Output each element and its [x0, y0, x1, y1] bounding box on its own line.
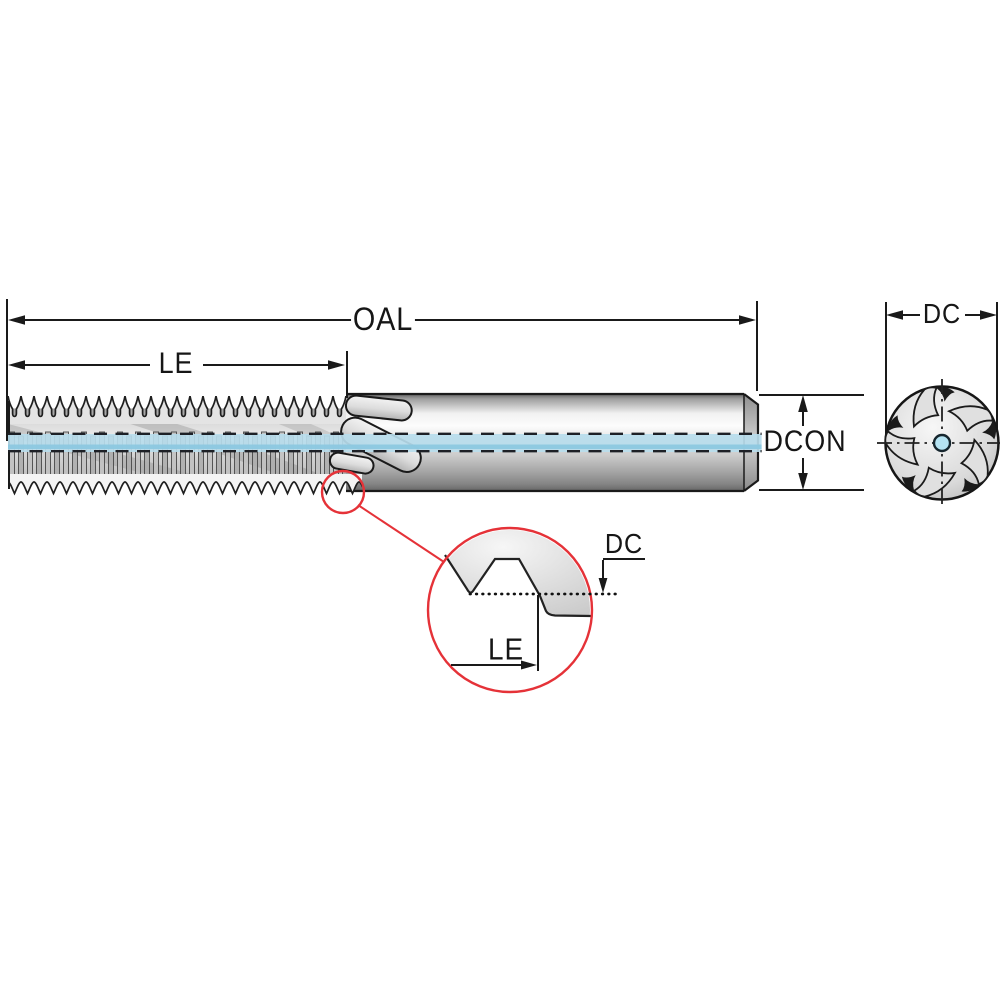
dimension-dc — [885, 302, 998, 441]
side-view — [8, 392, 764, 498]
detail-callout — [320, 469, 445, 563]
le-label: LE — [156, 347, 196, 380]
detail-view — [426, 526, 645, 694]
end-view — [877, 302, 1000, 508]
centerline-highlight — [8, 434, 764, 452]
center-hole — [932, 433, 952, 453]
dimension-dcon — [759, 394, 864, 491]
le-detail-label: LE — [488, 631, 524, 667]
end-view-flutes — [884, 386, 996, 498]
dc-end-view-label: DC — [921, 298, 963, 329]
dimension-oal — [6, 299, 758, 441]
dcon-label: DCON — [761, 425, 849, 458]
oal-label: OAL — [351, 301, 415, 337]
dimension-le — [8, 351, 348, 398]
dc-detail-label: DC — [603, 528, 645, 559]
centerline-dashes — [8, 432, 763, 453]
